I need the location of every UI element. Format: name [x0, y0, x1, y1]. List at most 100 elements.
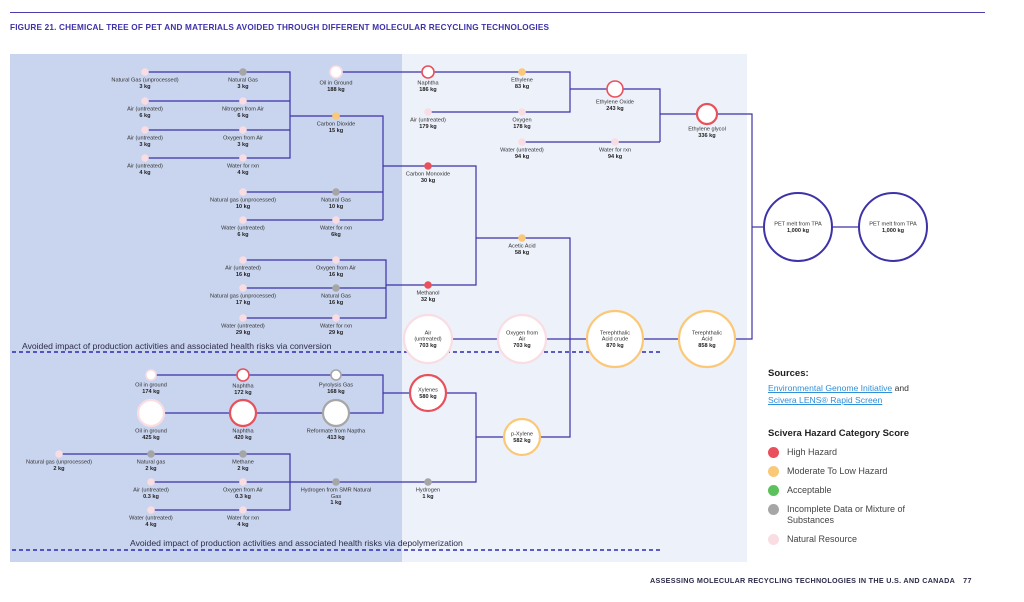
node-circle [332, 216, 340, 224]
node-label: PET melt from TPA [869, 222, 917, 228]
node-value: 0.3 kg [143, 494, 159, 500]
node-value: 2 kg [53, 466, 65, 472]
node-value: 3 kg [237, 142, 249, 148]
node-label: Pyrolysis Gas [319, 383, 353, 389]
node-label: Ethylene Oxide [596, 100, 634, 106]
node-value: 3 kg [237, 84, 249, 90]
node-air_6: Air (untreated)0.3 kg [133, 478, 169, 500]
connectors [59, 71, 859, 511]
node-label: Natural gas (unprocessed) [210, 198, 276, 204]
legend: Sources: Environmental Genome Initiative… [768, 368, 1018, 545]
node-value: 243 kg [606, 106, 624, 112]
node-circle [239, 284, 247, 292]
node-circle [611, 138, 619, 146]
node-value: 4 kg [237, 170, 249, 176]
page-number: 77 [963, 576, 972, 585]
node-value: 29 kg [329, 330, 344, 336]
node-circle [518, 68, 526, 76]
node-circle [424, 478, 432, 486]
node-value: 1,000 kg [882, 228, 905, 234]
top-rule [10, 12, 985, 13]
node-label: Water for rxn [227, 164, 259, 170]
node-air_big: Air(untreated)703 kg [402, 313, 454, 365]
node-circle [147, 478, 155, 486]
node-circle [518, 138, 526, 146]
node-label: Water (untreated) [221, 324, 265, 330]
incomplete-dot-icon [768, 504, 779, 515]
node-label: Air(untreated) [414, 330, 441, 342]
node-value: 0.3 kg [235, 494, 251, 500]
hazard-title: Scivera Hazard Category Score [768, 428, 909, 439]
node-label: Natural Gas (unprocessed) [111, 78, 178, 84]
connector [428, 165, 477, 286]
node-value: 336 kg [698, 133, 716, 139]
node-label: PET melt from TPA [774, 222, 822, 228]
node-circle [332, 284, 340, 292]
node-circle [858, 192, 928, 262]
node-label: Water for rxn [599, 148, 631, 154]
acceptable-dot-icon [768, 485, 779, 496]
node-circle [424, 162, 432, 170]
node-circle [329, 65, 343, 79]
node-circle [55, 450, 63, 458]
node-circle [239, 126, 247, 134]
node-circle [332, 188, 340, 196]
connector [707, 113, 753, 340]
node-circle [239, 478, 247, 486]
sources-line: Environmental Genome Initiative and Sciv… [768, 382, 1018, 406]
node-value: 413 kg [327, 435, 345, 441]
node-circle [239, 314, 247, 322]
connector [336, 115, 384, 220]
node-circle [228, 398, 258, 428]
node-label: Oxygen [512, 118, 531, 124]
node-circle [424, 108, 432, 116]
node-water_untr_3: Water (untreated)29 kg [221, 314, 265, 336]
node-label: Methanol [416, 291, 439, 297]
node-value: 10 kg [236, 204, 251, 210]
hazard-legend-label: High Hazard [787, 447, 838, 457]
node-circle [424, 281, 432, 289]
node-value: 29 kg [236, 330, 251, 336]
node-circle [239, 188, 247, 196]
node-circle [239, 506, 247, 514]
node-value: 3 kg [139, 84, 151, 90]
node-circle [147, 506, 155, 514]
moderate-dot-icon [768, 466, 779, 477]
node-label: Oxygen from Air [316, 266, 356, 272]
node-value: 3 kg [139, 142, 151, 148]
node-value: 94 kg [515, 154, 530, 160]
node-label: Air (untreated) [127, 107, 163, 113]
hazard-legend-label: Natural Resource [787, 534, 858, 544]
node-circle [502, 417, 542, 457]
node-label: Water for rxn [320, 226, 352, 232]
figure-title: FIGURE 21. CHEMICAL TREE OF PET AND MATE… [10, 23, 550, 32]
source-link-scivera[interactable]: Scivera LENS® Rapid Screen [768, 395, 883, 405]
connector [145, 71, 291, 159]
node-value: 4 kg [139, 170, 151, 176]
source-link-environmental-genome[interactable]: Environmental Genome Initiative [768, 383, 893, 393]
sources-and: and [892, 383, 909, 393]
node-circle [402, 313, 454, 365]
node-label: Xylenes [418, 388, 438, 394]
